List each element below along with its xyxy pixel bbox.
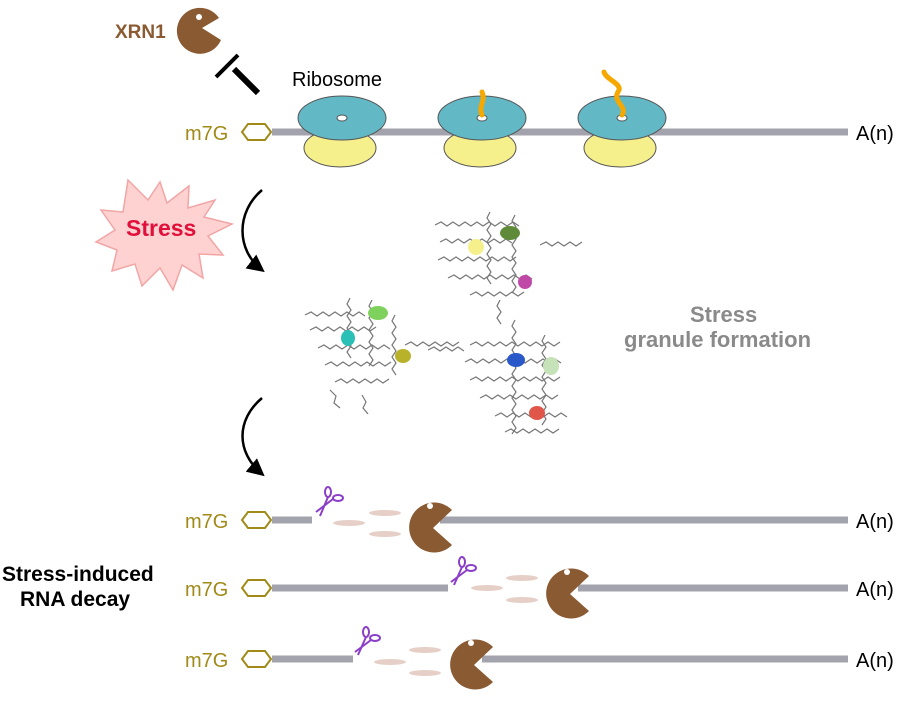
stress-granule-label-line1: Stress xyxy=(690,302,757,327)
cap-label: m7G xyxy=(185,123,228,145)
decay-label-line1: Stress-induced xyxy=(2,563,154,586)
granule-proteins-left xyxy=(341,306,411,363)
exonuclease-pacman-icon xyxy=(450,639,493,690)
stress-burst-icon: Stress xyxy=(94,178,235,292)
cap-icon xyxy=(240,579,273,597)
exonuclease-pacman-icon xyxy=(409,502,452,553)
scissors-icon xyxy=(354,626,381,656)
cap-label: m7G xyxy=(185,650,228,672)
inhibition-bar-icon xyxy=(214,53,261,96)
nascent-peptide xyxy=(478,89,486,118)
xrn1-label: XRN1 xyxy=(115,22,166,43)
tail-label: A(n) xyxy=(856,511,894,533)
tail-label: A(n) xyxy=(856,650,894,672)
decaying-mrna-2: m7G A(n) xyxy=(185,556,894,619)
scissors-icon xyxy=(450,556,477,586)
tail-label: A(n) xyxy=(856,579,894,601)
rna-fragments xyxy=(374,647,441,676)
stress-granule-right xyxy=(427,319,568,435)
cap-icon xyxy=(240,123,273,141)
decay-label-line2: RNA decay xyxy=(20,588,130,611)
nascent-peptide xyxy=(601,69,626,118)
stress-label: Stress xyxy=(126,215,196,241)
ribosome-icon xyxy=(437,89,527,168)
stress-granule-label-line2: granule formation xyxy=(624,327,811,352)
decaying-mrna-3: m7G A(n) xyxy=(185,626,894,690)
ribosome-icon xyxy=(577,69,667,168)
granule-proteins-right xyxy=(507,353,559,420)
translating-mrna: m7G A(n) Ribosome xyxy=(185,69,894,168)
exonuclease-pacman-icon xyxy=(546,568,589,619)
scissors-icon xyxy=(315,486,344,517)
arrow-icon xyxy=(241,397,265,477)
cap-icon xyxy=(240,511,273,529)
rna-fragments xyxy=(471,575,538,603)
cap-label: m7G xyxy=(185,579,228,601)
cap-icon xyxy=(240,650,273,668)
rna-fragments xyxy=(333,510,401,537)
xrn1-exonuclease-icon xyxy=(176,7,221,54)
tail-label: A(n) xyxy=(856,123,894,145)
stress-granule-top xyxy=(434,211,583,325)
cap-label: m7G xyxy=(185,511,228,533)
ribosome-label: Ribosome xyxy=(292,69,382,91)
decaying-mrna-1: m7G A(n) xyxy=(185,486,894,553)
ribosome-icon xyxy=(297,95,387,168)
granule-proteins-top xyxy=(468,226,532,289)
arrow-icon xyxy=(241,189,265,273)
